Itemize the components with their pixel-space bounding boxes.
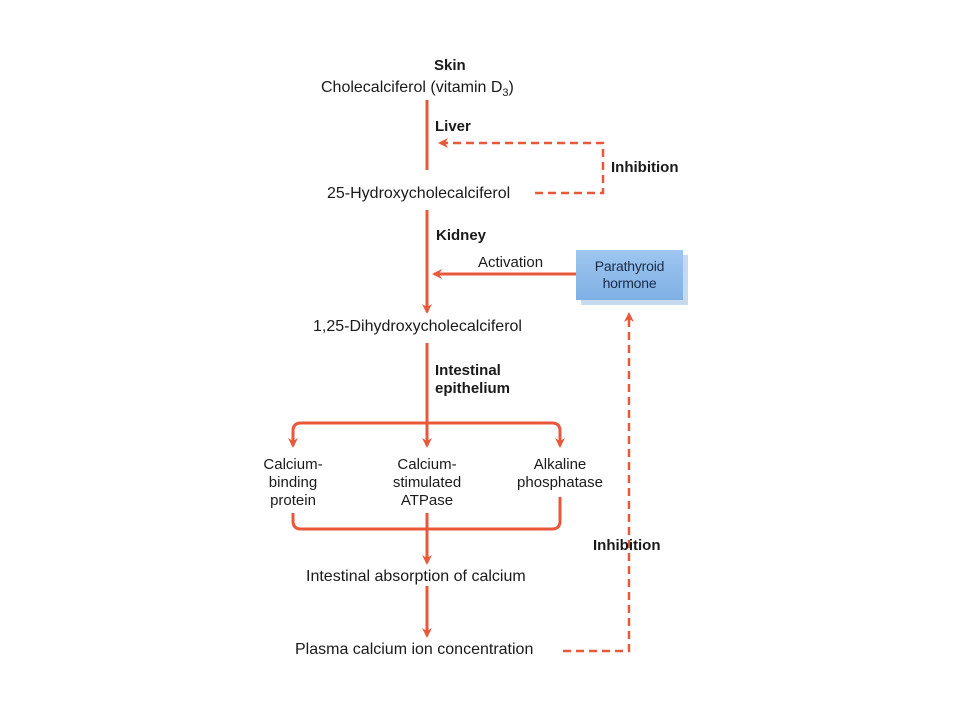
- label-inhibition-bottom: Inhibition: [593, 537, 661, 554]
- csa-line-1: Calcium-: [397, 456, 457, 473]
- label-intestinal-epithelium: Intestinal epithelium: [435, 362, 510, 398]
- label-kidney: Kidney: [436, 227, 487, 244]
- alk-line-2: phosphatase: [517, 474, 603, 491]
- cholecalciferol-text: Cholecalciferol (vitamin D: [321, 79, 503, 96]
- label-intestinal-absorption: Intestinal absorption of calcium: [306, 568, 526, 585]
- label-dihydroxycholecalciferol: 1,25-Dihydroxycholecalciferol: [313, 318, 522, 335]
- cholecalciferol-subscript: 3: [502, 87, 509, 100]
- alk-line-1: Alkaline: [533, 456, 587, 473]
- parathyroid-hormone-box: Parathyroid hormone: [576, 250, 683, 300]
- label-plasma-calcium: Plasma calcium ion concentration: [295, 641, 534, 658]
- label-activation: Activation: [478, 254, 544, 271]
- inhibition-loop-liver: [438, 138, 605, 195]
- pth-line-1: Parathyroid: [594, 258, 665, 274]
- label-cholecalciferol: Cholecalciferol (vitamin D3): [321, 79, 514, 102]
- csa-line-3: ATPase: [400, 492, 454, 509]
- pth-line-2: hormone: [602, 275, 657, 291]
- cbp-line-1: Calcium-: [263, 456, 323, 473]
- pth-label: Parathyroid hormone: [594, 258, 665, 292]
- label-alkaline-phosphatase: Alkaline phosphatase: [505, 456, 615, 492]
- intestinal-line-1: Intestinal: [435, 362, 501, 379]
- label-skin: Skin: [434, 57, 466, 74]
- intestinal-line-2: epithelium: [435, 380, 511, 397]
- label-calcium-binding-protein: Calcium- binding protein: [243, 456, 343, 510]
- csa-line-2: stimulated: [392, 474, 462, 491]
- label-inhibition-top: Inhibition: [611, 159, 679, 176]
- branch-right: [427, 421, 565, 448]
- inhibition-loop-pth: [563, 312, 634, 653]
- branch-left: [288, 421, 427, 448]
- cbp-line-2: binding: [268, 474, 318, 491]
- label-liver: Liver: [435, 118, 471, 135]
- label-calcium-stimulated-atpase: Calcium- stimulated ATPase: [372, 456, 482, 510]
- cbp-line-3: protein: [270, 492, 316, 509]
- label-25-hydroxycholecalciferol: 25-Hydroxycholecalciferol: [327, 185, 511, 202]
- cholecalciferol-close: ): [508, 79, 514, 96]
